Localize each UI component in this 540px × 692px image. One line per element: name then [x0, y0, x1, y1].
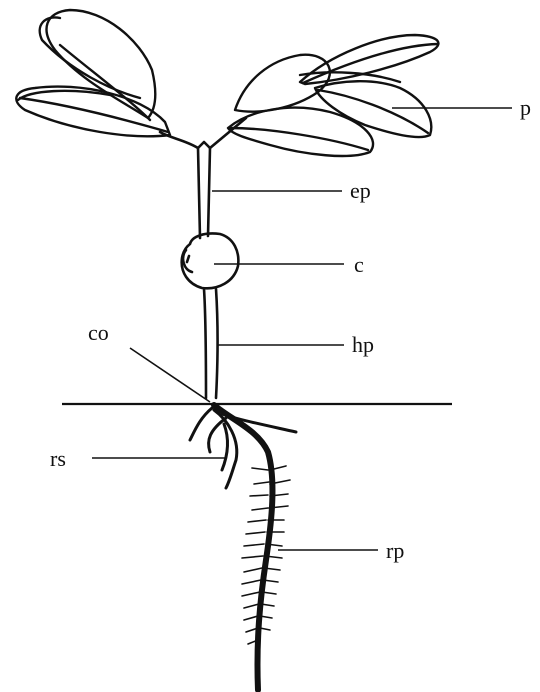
secondary-roots: [190, 408, 296, 488]
label-p: p: [520, 95, 531, 120]
hypocotyl: [204, 289, 218, 398]
label-hp: hp: [352, 332, 374, 357]
leaf-lower-right: [228, 108, 373, 156]
cotyledon: [182, 233, 239, 288]
label-rs: rs: [50, 446, 66, 471]
label-c: c: [354, 252, 364, 277]
label-ep: ep: [350, 178, 371, 203]
leaf-lower-left: [16, 87, 170, 137]
primary-root: [214, 405, 290, 690]
label-co: co: [88, 320, 109, 345]
leaf-middle-right: [235, 55, 431, 137]
leader-co: [130, 348, 210, 402]
label-rp: rp: [386, 538, 404, 563]
epicotyl: [160, 118, 246, 238]
